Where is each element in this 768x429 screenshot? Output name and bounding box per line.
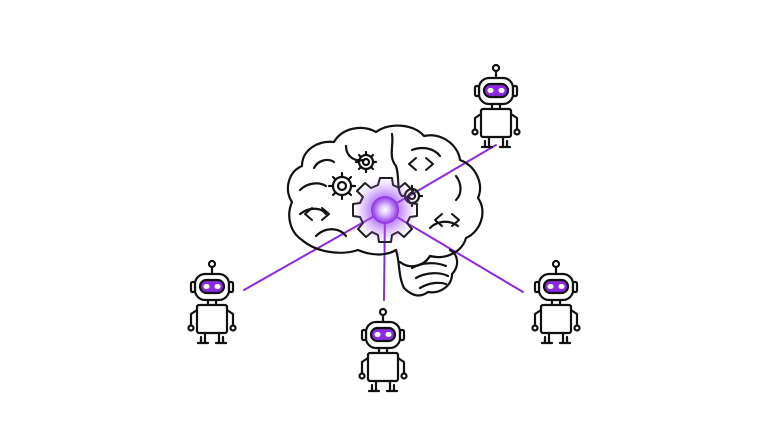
- gear-icon: [327, 171, 357, 201]
- gear-icon: [354, 150, 378, 174]
- agent-right: [531, 259, 581, 345]
- glowing-gear-icon: [349, 174, 421, 246]
- code-brackets-icon: [434, 213, 460, 227]
- agent-left: [187, 259, 237, 345]
- agent-top-right: [471, 63, 521, 149]
- code-brackets-icon: [408, 157, 434, 171]
- agent-bottom: [358, 307, 408, 393]
- code-brackets-icon: [304, 207, 330, 221]
